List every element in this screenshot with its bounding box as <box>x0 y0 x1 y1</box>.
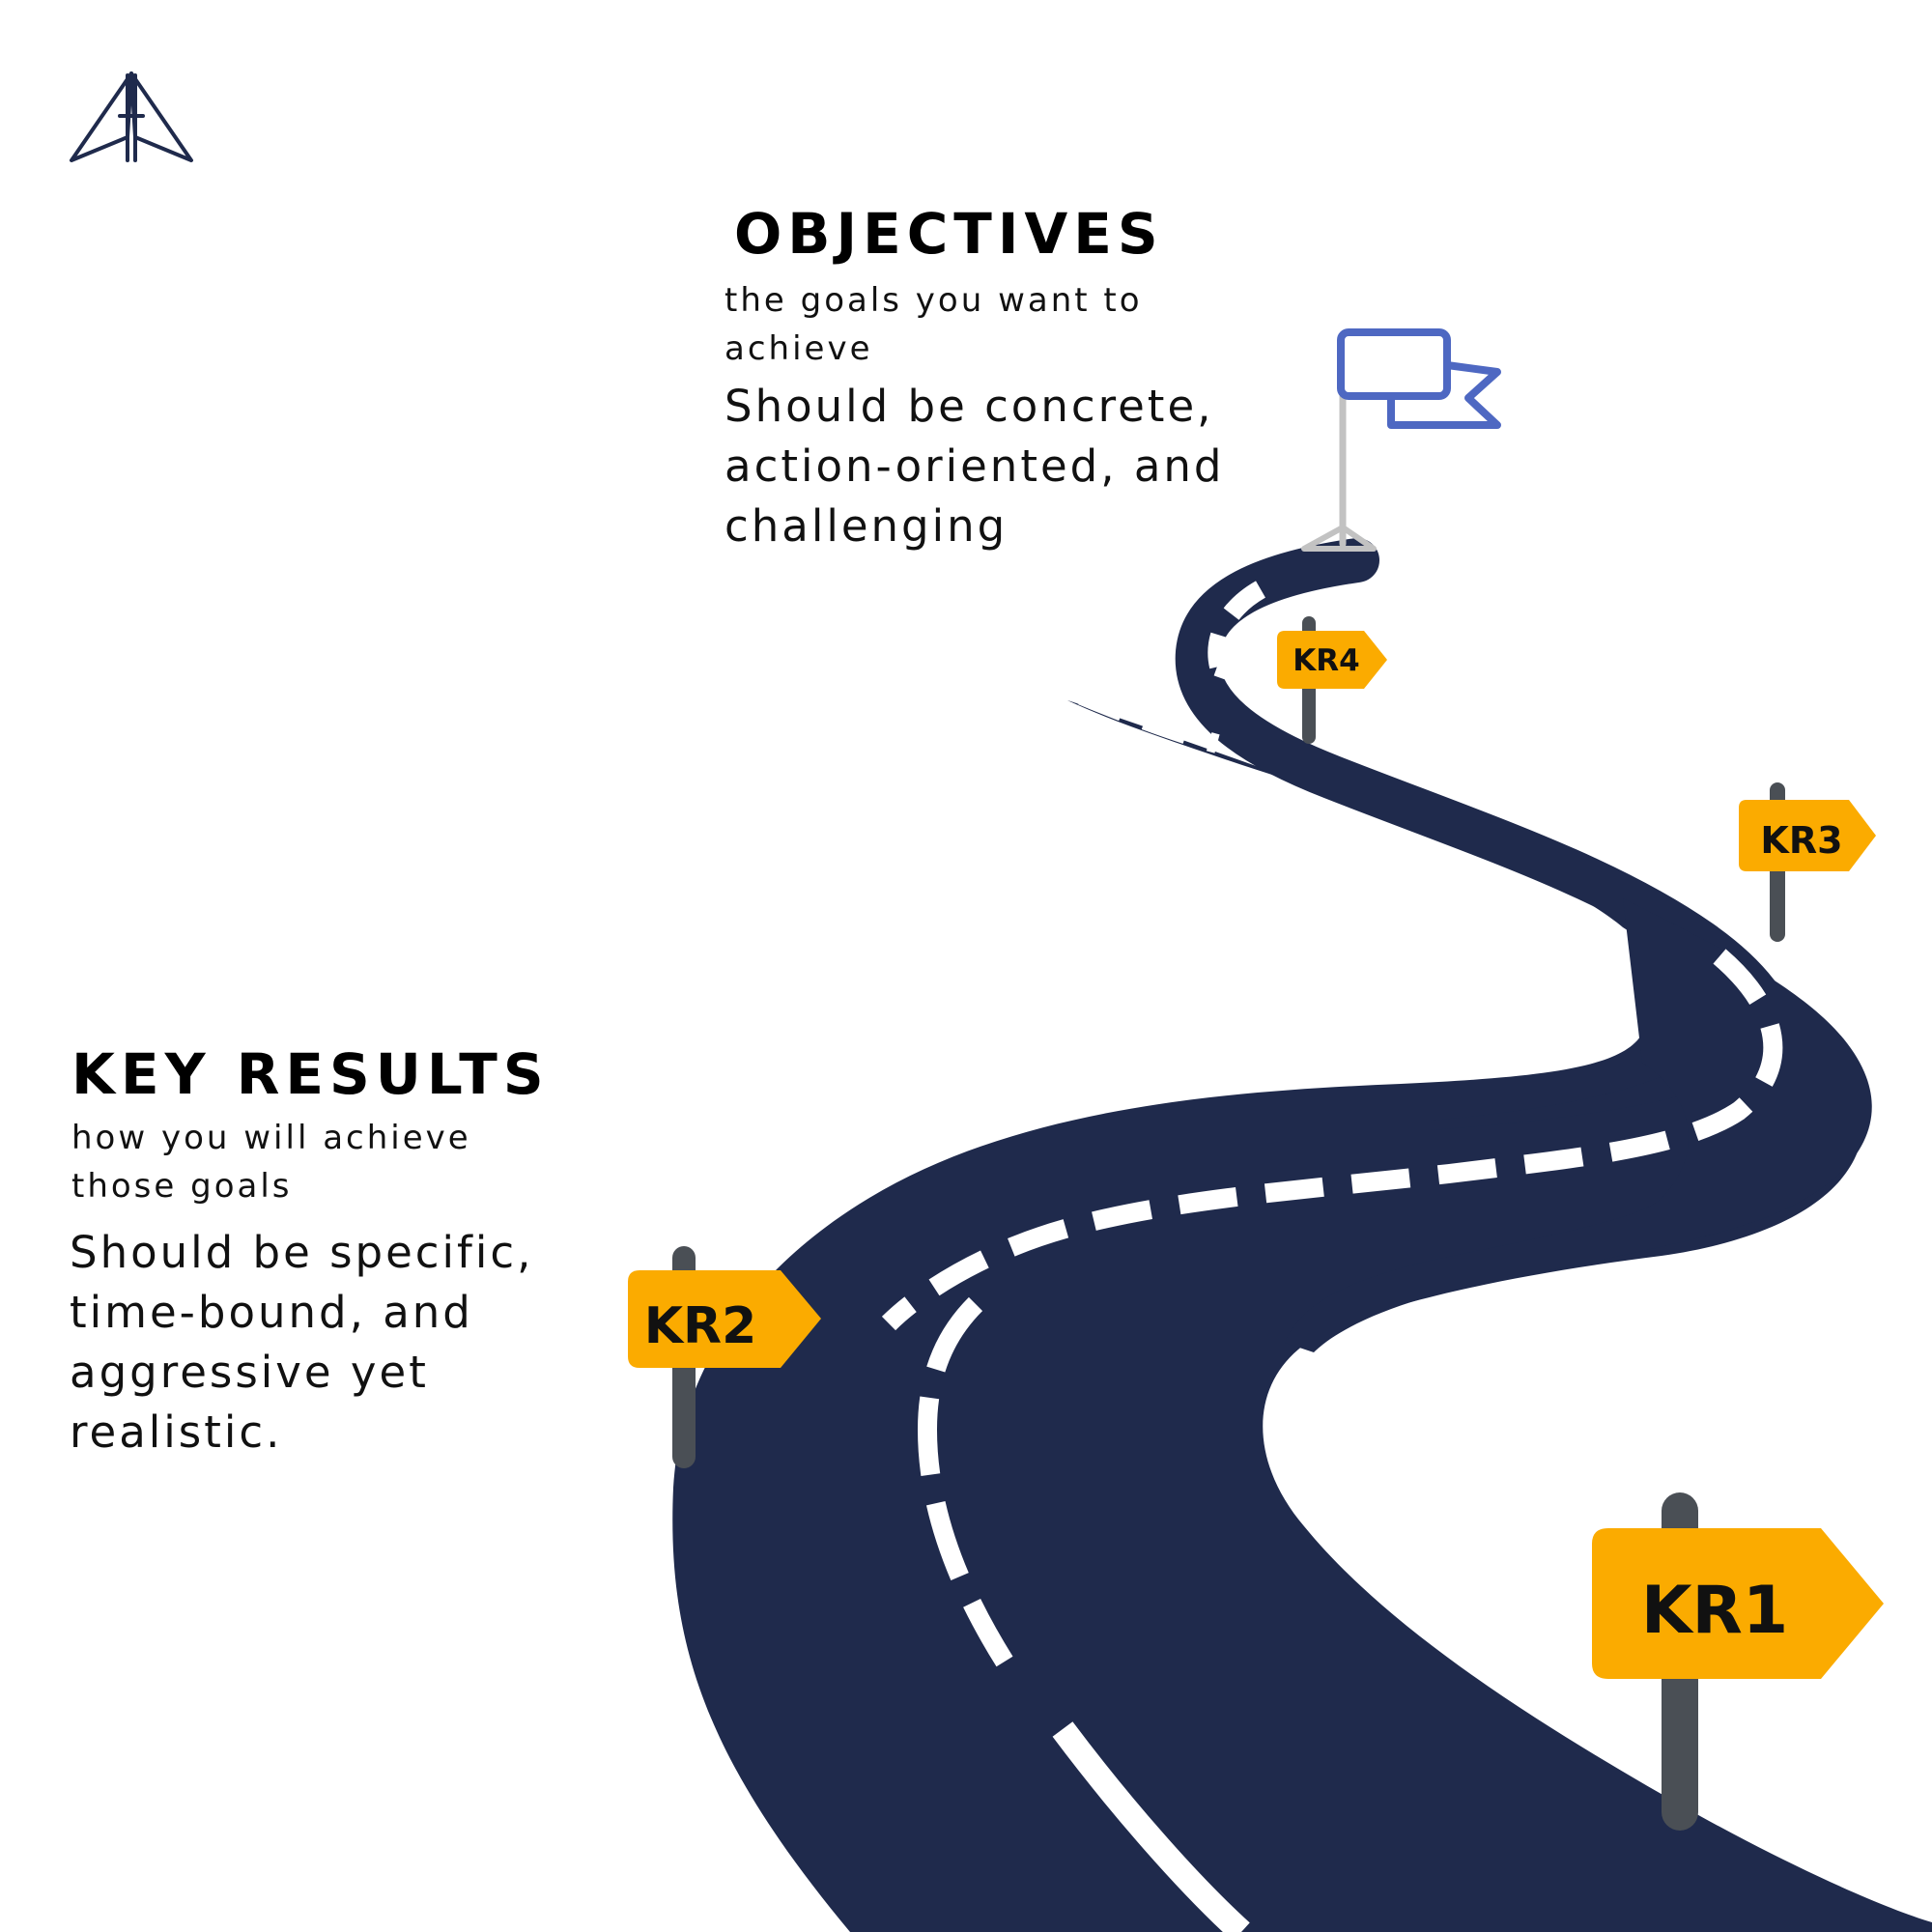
sign-kr2: KR2 <box>628 1270 821 1368</box>
sign-label-kr4: KR4 <box>1293 643 1359 678</box>
sign-kr3: KR3 <box>1739 800 1876 871</box>
road <box>1285 898 1872 1352</box>
objectives-heading: OBJECTIVES <box>734 201 1164 267</box>
key-results-heading: KEY RESULTS <box>71 1041 550 1107</box>
flag-icon <box>1301 328 1501 552</box>
sign-label-kr1: KR1 <box>1641 1573 1788 1649</box>
sign-kr1: KR1 <box>1592 1528 1884 1679</box>
key-results-subtitle: how you will achieve those goals <box>71 1119 471 1206</box>
road <box>672 700 1932 1932</box>
sign-kr4: KR4 <box>1277 631 1387 689</box>
paper-plane-logo-icon <box>70 71 193 162</box>
sign-label-kr3: KR3 <box>1760 819 1842 862</box>
key-results-description: Should be specific, time-bound, and aggr… <box>70 1227 534 1458</box>
road <box>1067 700 1642 918</box>
objectives-description: Should be concrete, action-oriented, and… <box>724 381 1225 552</box>
sign-label-kr2: KR2 <box>644 1297 757 1355</box>
objectives-subtitle: the goals you want to achieve <box>724 281 1143 368</box>
road-center-line <box>881 581 1783 1932</box>
